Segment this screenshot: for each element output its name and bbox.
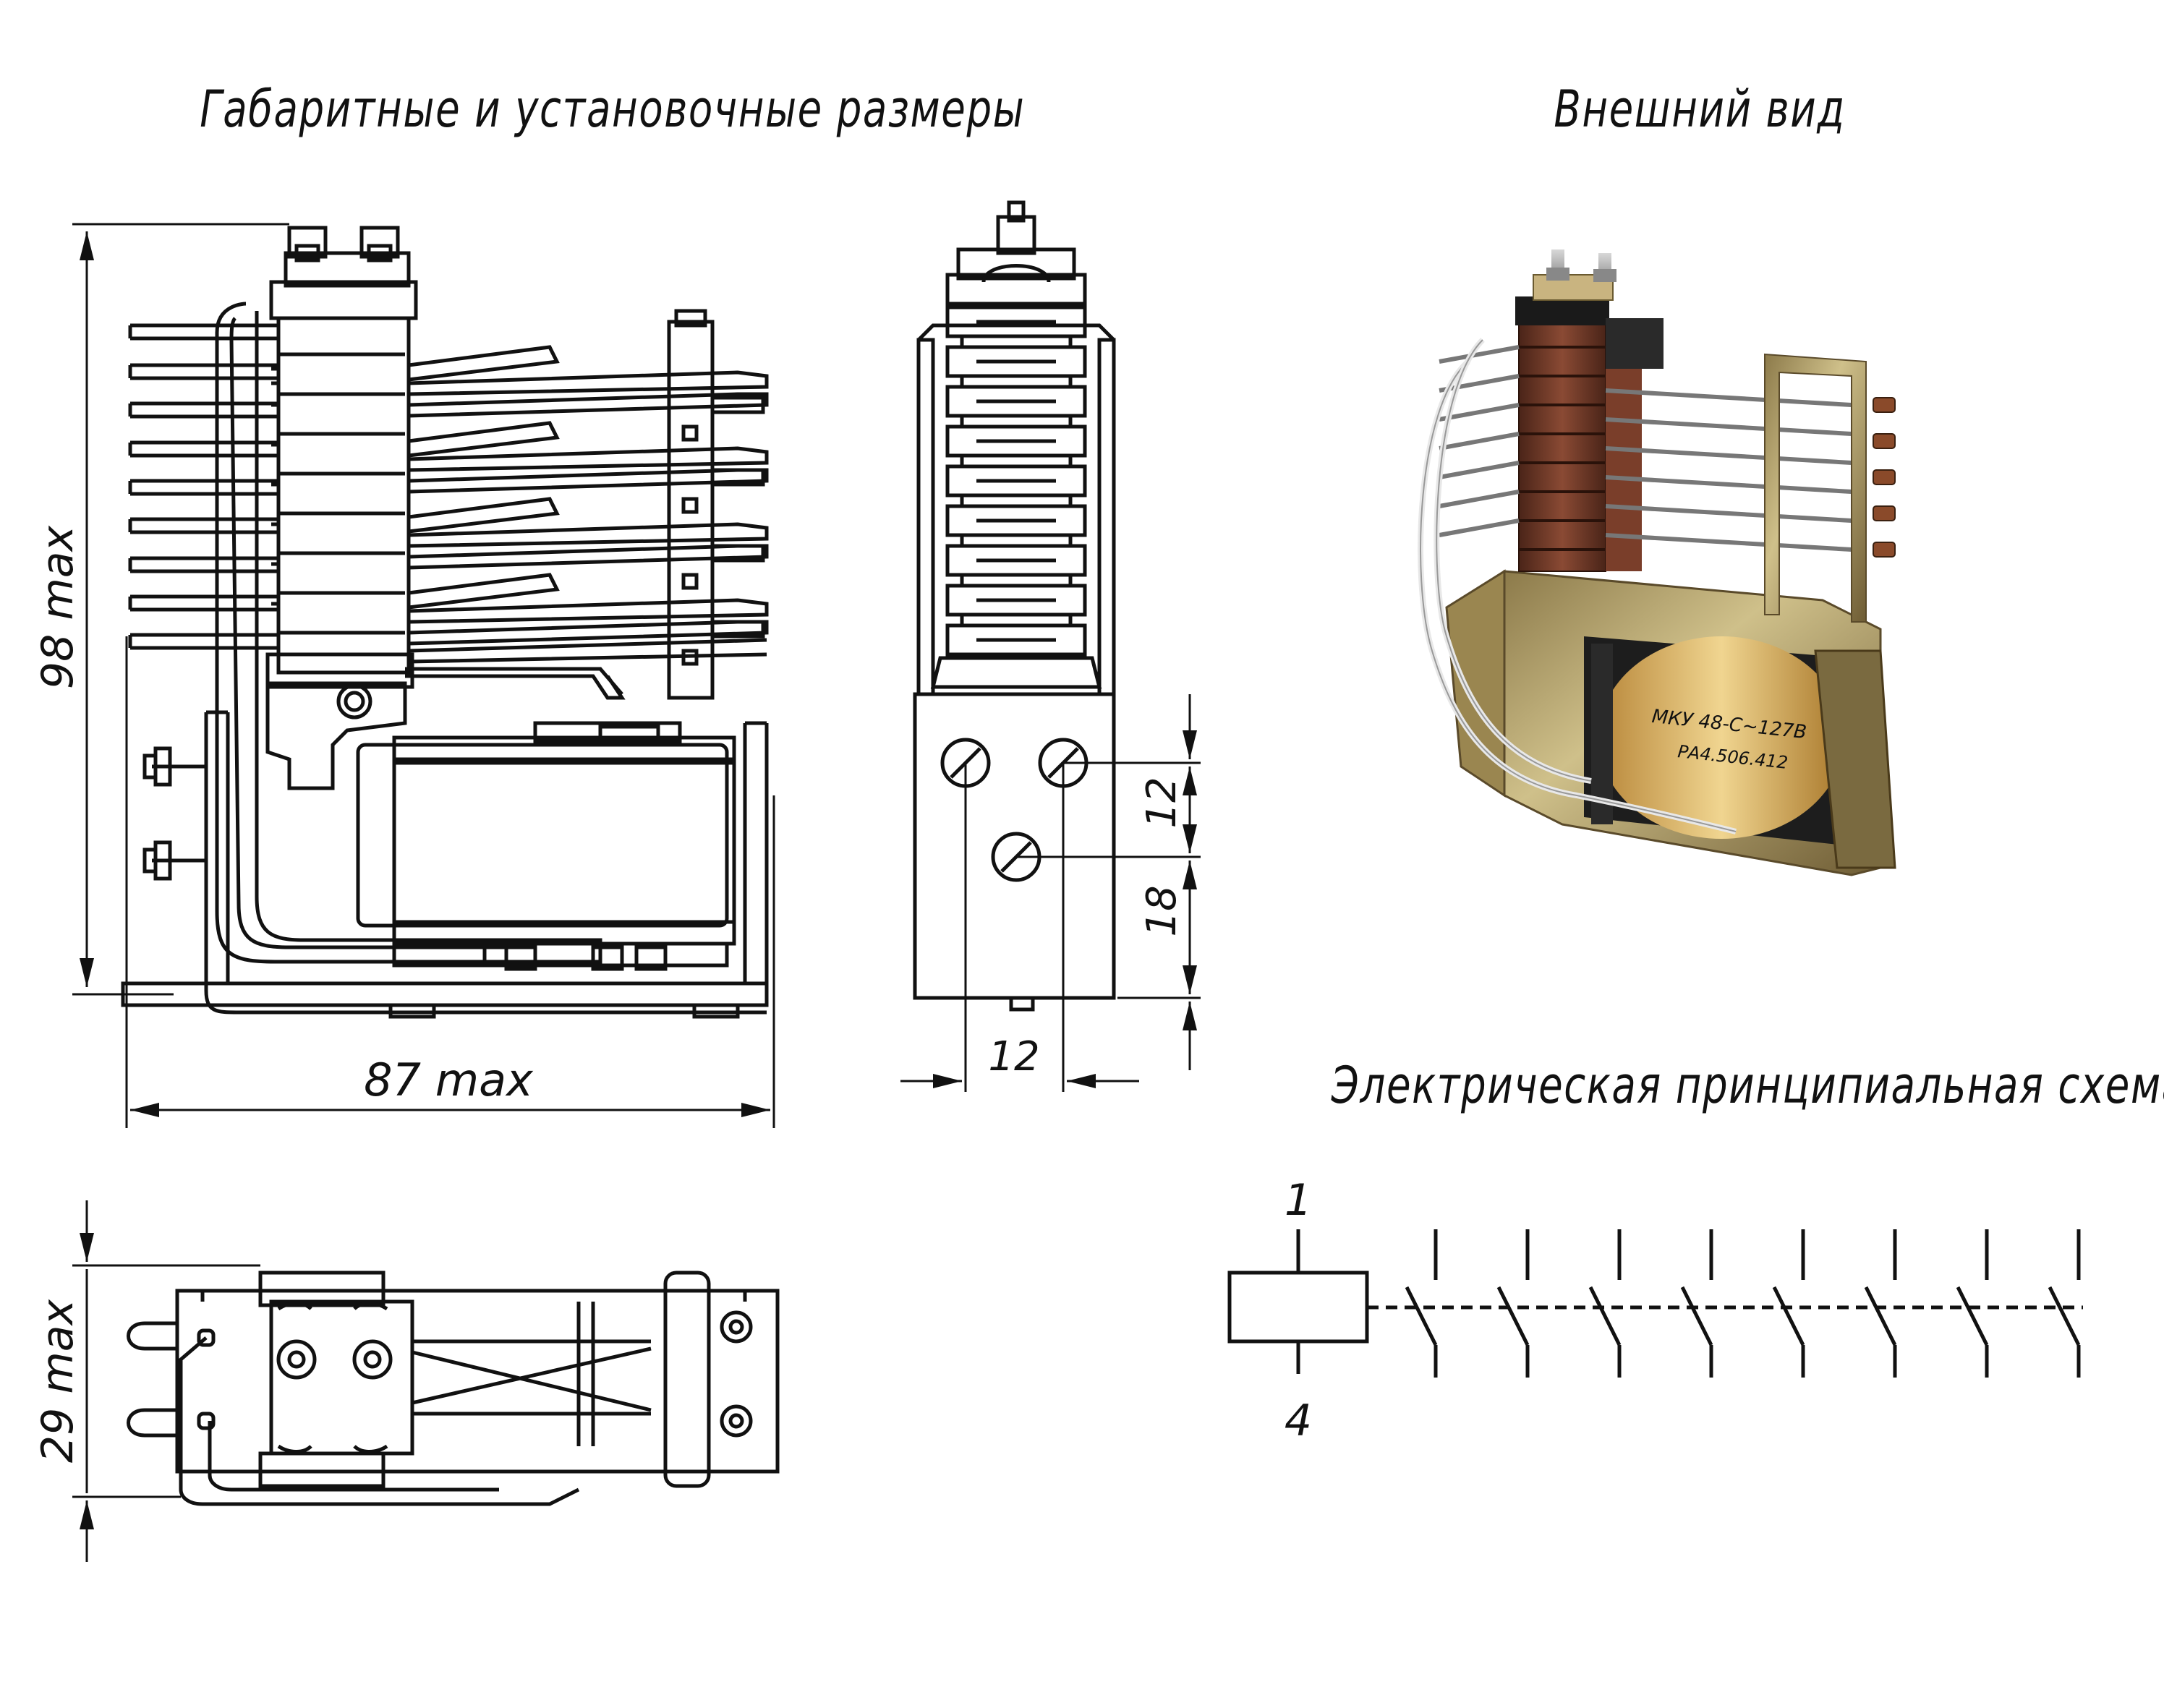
contact-blade-7 xyxy=(1956,1286,1989,1346)
relay-photo-illustration: МКУ 48-С~127В РА4.506.412 xyxy=(1418,249,1896,876)
side-terminals xyxy=(142,746,206,881)
dim-pitch-v2-label: 18 xyxy=(1138,885,1185,936)
pusher-bar xyxy=(667,309,765,700)
dim-pitch-v1-label: 12 xyxy=(1138,777,1185,828)
top-base xyxy=(175,1289,780,1474)
title-dimensions: Габаритные и установочные размеры xyxy=(200,80,1026,139)
schematic-contacts xyxy=(1405,1229,2081,1378)
contact-stack-side xyxy=(128,226,418,689)
title-appearance: Внешний вид xyxy=(1554,80,1846,139)
end-view-drawing xyxy=(913,200,1116,1012)
contact-blade-8 xyxy=(2048,1286,2081,1346)
electrical-schematic xyxy=(1227,1229,2083,1378)
contact-blade-5 xyxy=(1772,1286,1805,1346)
terminal-1-label: 1 xyxy=(1285,1175,1312,1226)
lead-wire-1 xyxy=(215,302,506,964)
end-view-screws xyxy=(940,738,1089,882)
dim-pitch-h-label: 12 xyxy=(988,1033,1039,1080)
top-view-drawing xyxy=(127,1271,780,1506)
dim-width-label: 87 max xyxy=(364,1054,534,1106)
contact-blade-1 xyxy=(1405,1286,1438,1346)
contact-blade-3 xyxy=(1588,1286,1622,1346)
coil-body xyxy=(356,743,729,928)
title-schematic: Электрическая принципиальная схема xyxy=(1331,1056,2164,1115)
contact-blade-4 xyxy=(1680,1286,1713,1346)
schematic-coil xyxy=(1227,1271,1369,1344)
side-view-drawing xyxy=(121,226,769,1019)
top-terminal-block xyxy=(269,1299,414,1456)
side-view-dimensions xyxy=(72,223,775,1128)
contact-springs-side xyxy=(405,345,769,700)
end-base-block xyxy=(913,692,1116,1000)
frame-left xyxy=(204,712,230,991)
top-pusher xyxy=(663,1271,711,1488)
terminal-4-label: 4 xyxy=(1285,1396,1312,1446)
end-view-dimensions xyxy=(900,694,1201,1092)
base-plate xyxy=(121,981,769,1007)
yoke xyxy=(265,681,407,790)
dim-depth-label: 29 max xyxy=(33,1299,83,1463)
yoke-screw xyxy=(336,683,372,720)
contact-blade-2 xyxy=(1496,1286,1530,1346)
dim-height-label: 98 max xyxy=(33,525,83,689)
contact-blade-6 xyxy=(1864,1286,1897,1346)
top-view-dimensions xyxy=(72,1200,260,1562)
